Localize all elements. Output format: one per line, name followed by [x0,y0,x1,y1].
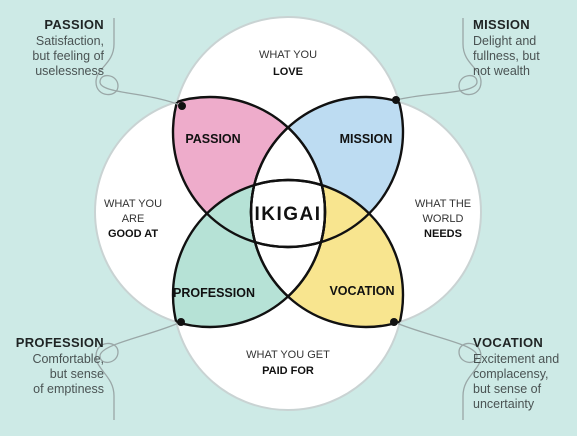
label-paid-line1: WHAT YOU GET [246,349,330,361]
annotation-mission-line2: fullness, but [473,49,540,63]
annotation-profession-line2: but sense [49,367,104,381]
label-love-line1: WHAT YOU [259,49,317,61]
label-needs-line3: NEEDS [424,228,462,240]
region-passion-label: PASSION [185,132,240,146]
annotation-passion-line3: uselessness [35,64,104,78]
annotation-mission: MISSION Delight and fullness, but not we… [473,17,540,79]
label-good-at-line1: WHAT YOU [104,198,162,210]
region-vocation-label: VOCATION [329,284,394,298]
annotation-vocation-line1: Excitement and [473,352,560,366]
dot-vocation [390,318,398,326]
annotation-mission-title: MISSION [473,17,530,32]
ikigai-center-label: IKIGAI [254,204,321,225]
annotation-mission-line3: not wealth [473,64,530,78]
annotation-profession-title: PROFESSION [15,335,104,350]
annotation-passion: PASSION Satisfaction, but feeling of use… [32,17,104,79]
annotation-vocation-line2: complacensy, [473,367,549,381]
annotation-vocation-line3: but sense of [473,382,542,396]
region-profession-label: PROFESSION [173,286,255,300]
label-paid-line2: PAID FOR [262,365,314,377]
annotation-vocation-title: VOCATION [473,335,544,350]
annotation-profession-line3: of emptiness [33,382,104,396]
dot-mission [392,96,400,104]
annotation-profession: PROFESSION Comfortable, but sense of emp… [16,335,104,397]
label-good-at-line2: ARE [122,213,145,225]
annotation-vocation: VOCATION Excitement and complacensy, but… [473,335,559,412]
connector-mission [395,18,482,101]
annotation-profession-line1: Comfortable, [32,352,104,366]
connector-passion [95,18,183,107]
inner-outlines [171,95,405,329]
dot-passion [178,102,186,110]
label-needs-line2: WORLD [423,213,464,225]
marker-dots [177,96,400,326]
dot-profession [177,318,185,326]
annotation-vocation-line4: uncertainty [473,397,535,411]
connector-vocation [393,321,482,420]
annotation-passion-line2: but feeling of [32,49,104,63]
annotation-passion-title: PASSION [44,17,104,32]
connector-profession [95,321,182,420]
label-love-line2: LOVE [273,66,303,78]
annotation-passion-line1: Satisfaction, [35,34,104,48]
annotation-mission-line1: Delight and [473,34,537,48]
label-good-at-line3: GOOD AT [108,228,158,240]
label-needs-line1: WHAT THE [415,198,471,210]
connectors [95,18,482,420]
region-mission-label: MISSION [340,132,393,146]
